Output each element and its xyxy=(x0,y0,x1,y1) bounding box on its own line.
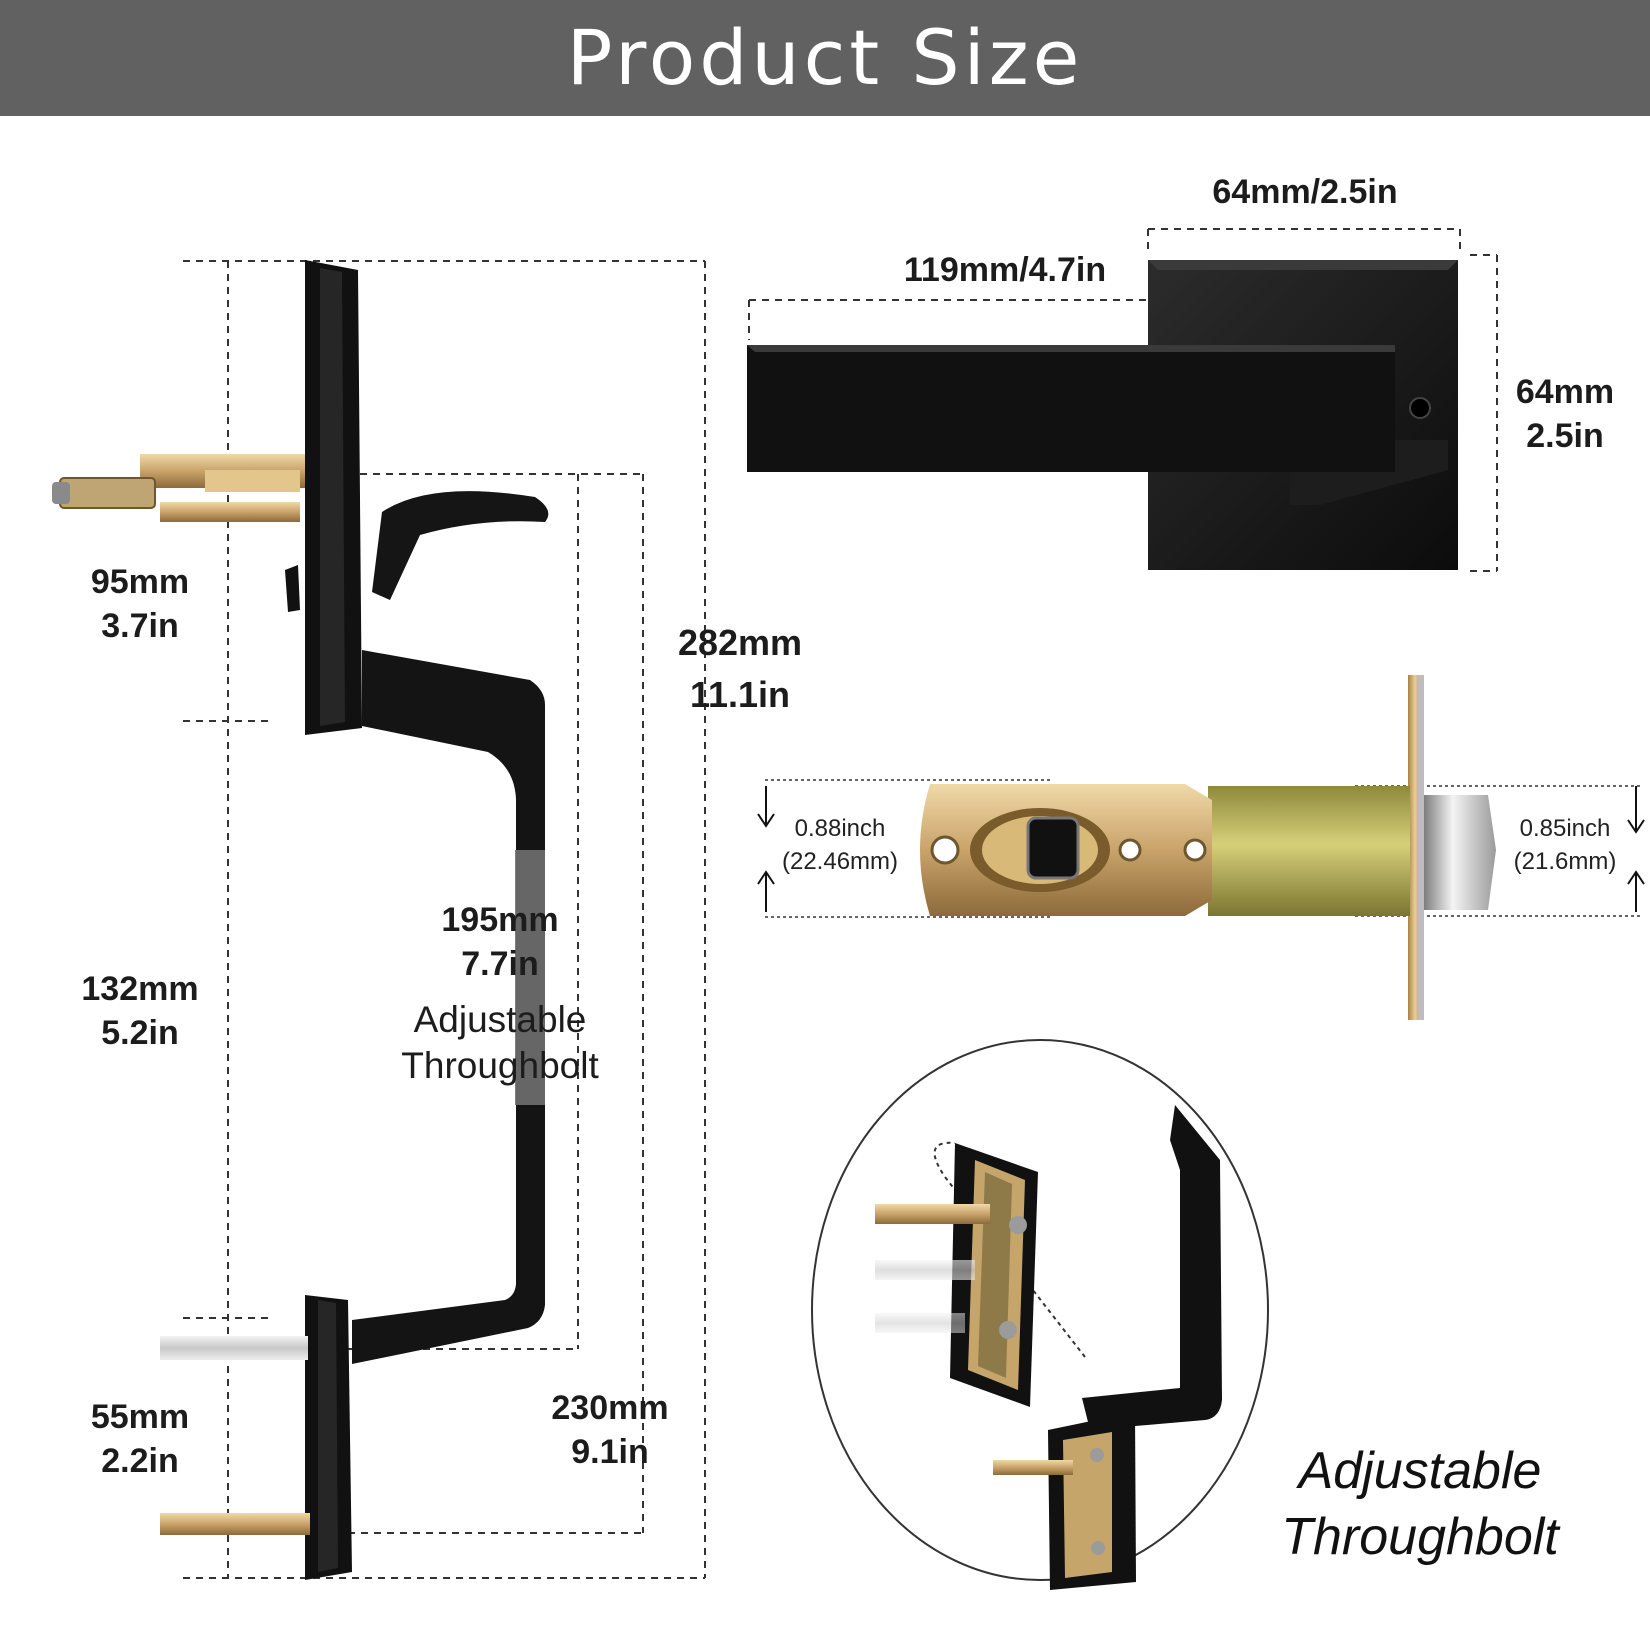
latch-left-height-label: 0.88inch(22.46mm) xyxy=(781,815,899,875)
header-bar xyxy=(0,0,1650,116)
page-title: Product Size xyxy=(566,13,1084,102)
lever-drawing xyxy=(747,228,1498,572)
latch-right-height-label: 0.85inch(21.6mm) xyxy=(1513,815,1617,875)
latch-drawing xyxy=(757,675,1645,1020)
lever-length-label: 119mm/4.7in xyxy=(903,251,1107,289)
handleset-drawing xyxy=(52,260,706,1580)
throughbolt-detail xyxy=(811,1039,1269,1590)
rose-width-label: 64mm/2.5in xyxy=(1212,173,1398,211)
